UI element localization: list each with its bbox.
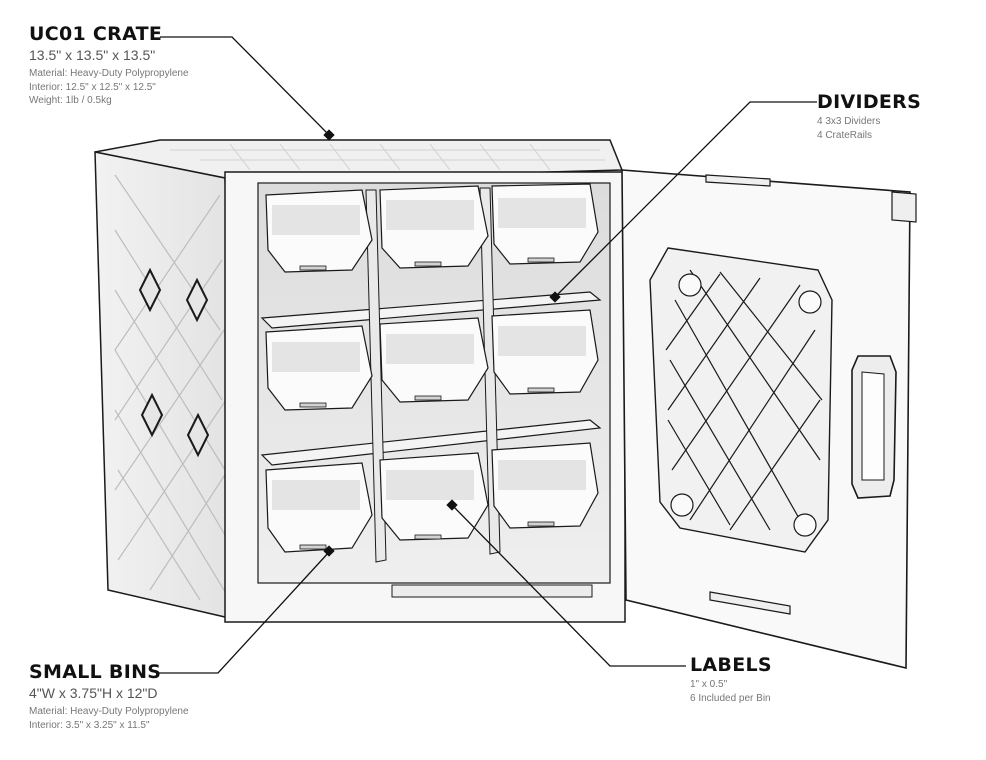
door-handle-grip <box>861 371 885 481</box>
crate-dimensions: 13.5" x 13.5" x 13.5" <box>29 47 156 63</box>
crate-left-wall-handles <box>138 267 210 458</box>
leader-dots <box>323 129 561 557</box>
crate-weight: Weight: 1lb / 0.5kg <box>29 95 112 107</box>
door-panel-frame <box>649 247 833 553</box>
labels-included: 6 Included per Bin <box>690 692 771 704</box>
crate-left-wall <box>94 151 239 621</box>
door-panel-lattice <box>665 269 823 531</box>
crate-top-pattern <box>170 143 605 171</box>
crate-bottom-rail <box>391 584 593 598</box>
door-panel-screws <box>670 273 822 537</box>
dividers-line-2: 4 CrateRails <box>817 129 873 141</box>
bins-title: SMALL BINS <box>29 661 162 683</box>
bin-inner-shading <box>272 198 586 510</box>
bins-callout: SMALL BINS 4"W x 3.75"H x 12"D Material:… <box>29 663 189 732</box>
crate-material: Material: Heavy-Duty Polypropylene <box>29 68 189 80</box>
crate-left-wall-lattice <box>114 174 231 601</box>
crate-callout: UC01 CRATE 13.5" x 13.5" x 13.5" Materia… <box>29 25 189 108</box>
bins-dimensions: 4"W x 3.75"H x 12"D <box>29 685 158 701</box>
leader-lines <box>158 36 817 674</box>
dividers-line-1: 4 3x3 Dividers <box>817 116 881 127</box>
bin-label-slots <box>299 257 555 550</box>
crate-interior: Interior: 12.5" x 12.5" x 12.5" <box>29 81 156 93</box>
crate-title: UC01 CRATE <box>29 23 163 45</box>
labels-callout: LABELS 1" x 0.5" 6 Included per Bin <box>690 656 772 705</box>
dividers-callout: DIVIDERS 4 3x3 Dividers 4 CrateRails <box>817 93 921 142</box>
dividers-title: DIVIDERS <box>817 91 922 113</box>
crate-door-tabs <box>705 174 917 615</box>
bins-interior: Interior: 3.5" x 3.25" x 11.5" <box>29 719 150 731</box>
labels-title: LABELS <box>690 654 772 676</box>
labels-size: 1" x 0.5" <box>690 679 728 690</box>
divider-shelves <box>260 291 602 466</box>
bins-material: Material: Heavy-Duty Polypropylene <box>29 706 189 718</box>
